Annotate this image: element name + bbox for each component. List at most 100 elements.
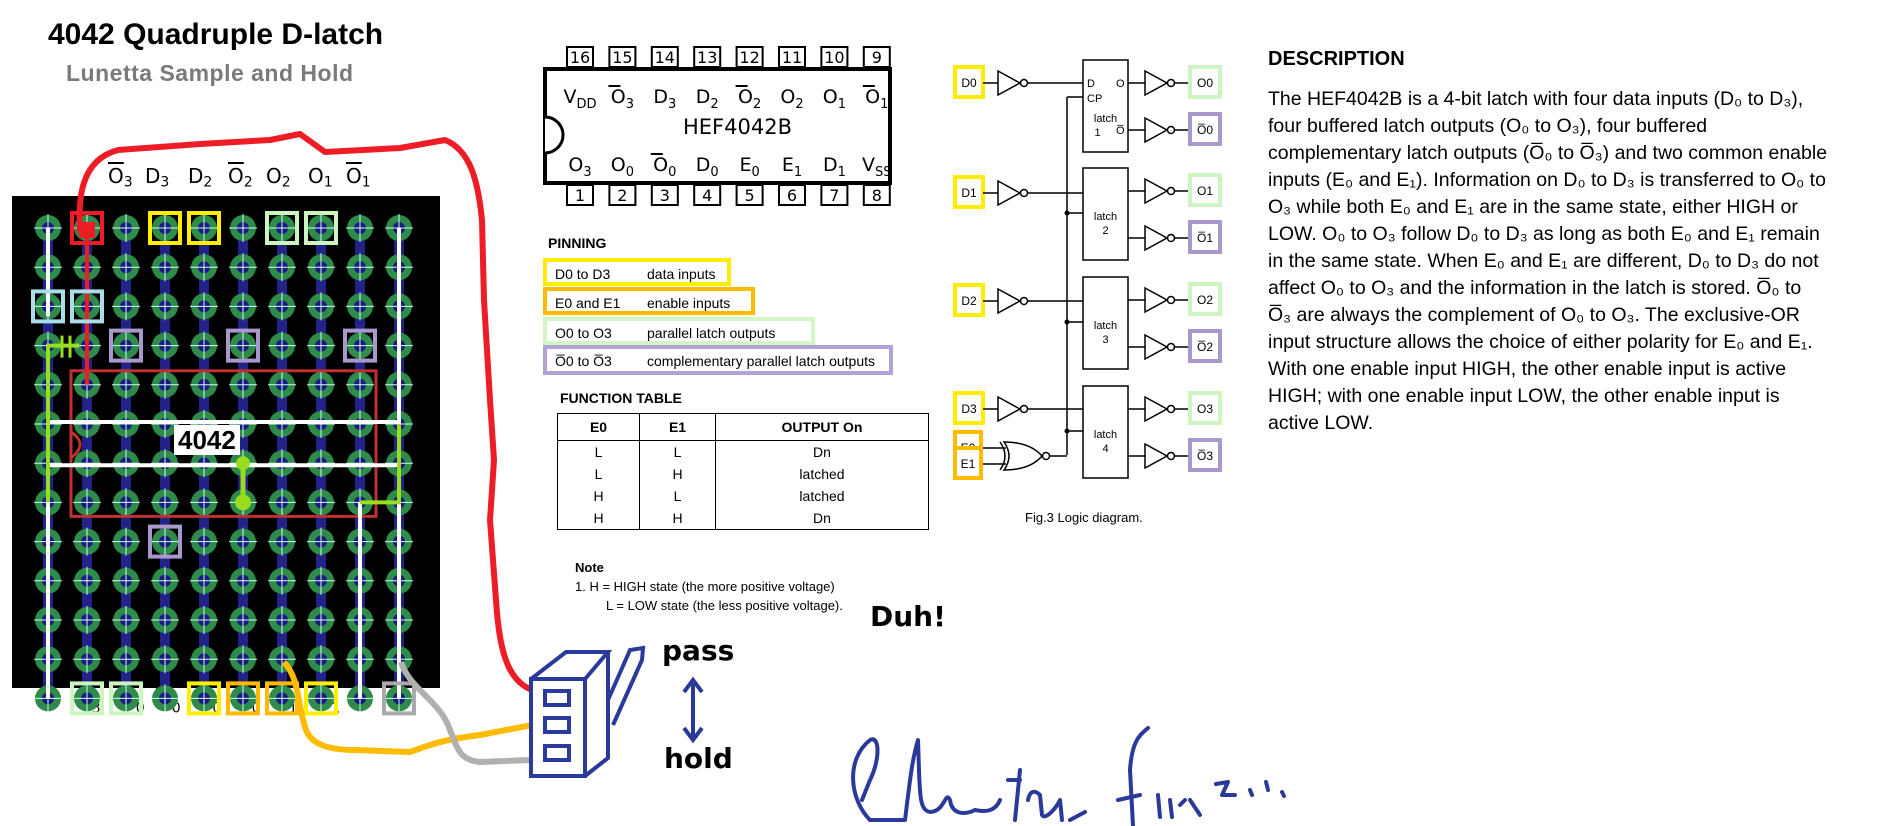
dip-pin-number: 15 — [612, 48, 632, 67]
dip-pin-number: 11 — [782, 48, 802, 67]
signature-handwriting — [851, 726, 1286, 826]
switch-hold-label: hold — [664, 742, 733, 775]
dip-pin: 4 — [693, 184, 722, 206]
input-buffer-icon — [997, 395, 1022, 423]
dip-pin-name: D1 — [823, 154, 846, 180]
description-title: DESCRIPTION — [1268, 48, 1405, 70]
dip-pin-number: 14 — [655, 48, 675, 67]
function-table-header-cell: OUTPUT On — [715, 413, 929, 441]
dip-pin-name: O2 — [780, 86, 803, 112]
logic-enable-label-box — [953, 446, 983, 480]
dip-pin-box — [608, 184, 637, 206]
xnor-bubble — [1041, 451, 1051, 461]
dip-pin-box — [820, 184, 849, 206]
dip-pin-number: 12 — [739, 48, 759, 67]
input-buffer-icon-bubble — [1019, 188, 1029, 198]
pinning-title: PINNING — [548, 235, 607, 251]
dip-pin-number: 13 — [697, 48, 717, 67]
logic-input-label: D3 — [961, 402, 977, 416]
output-buffer-icon — [1144, 116, 1169, 144]
logic-output-label: O0 — [1197, 76, 1213, 90]
dip-pin-box — [693, 184, 722, 206]
dip-pin: 3 — [650, 184, 679, 206]
note-line-1: 1. H = HIGH state (the more positive vol… — [575, 579, 835, 594]
dip-pin-name: O3 — [611, 86, 634, 112]
dip-pin-box — [608, 46, 637, 68]
logic-complement-output-label-box — [1188, 112, 1222, 146]
dip-pin: 11 — [778, 46, 806, 68]
logic-output-label: O3 — [1197, 402, 1213, 416]
pinning-symbol: D0 to D3 — [555, 266, 611, 282]
dip-pin: 16 — [566, 46, 594, 68]
output-buffer-icon — [1144, 69, 1169, 97]
dip-pin-number: 16 — [570, 48, 590, 67]
latch-label: latch — [1094, 211, 1117, 223]
dip-pin-box — [862, 46, 891, 68]
dip-pin: 8 — [862, 184, 891, 206]
input-buffer-icon — [997, 287, 1022, 315]
dip-pin-name: O1 — [865, 86, 888, 112]
dip-pin-number: 3 — [660, 186, 670, 205]
latch-number: 4 — [1102, 443, 1108, 455]
logic-complement-output-label: O̅3 — [1197, 449, 1213, 463]
xor-curve — [999, 441, 1006, 471]
dip-pin-name: D3 — [653, 86, 676, 112]
pinning-symbol: O̅0 to O̅3 — [555, 353, 612, 369]
latch-pin-label: O̅ — [1116, 125, 1125, 137]
logic-output-label: O2 — [1197, 293, 1213, 307]
dip-pin-box — [650, 46, 679, 68]
latch-label: latch — [1094, 429, 1117, 441]
pinning-symbol: O0 to O3 — [555, 325, 612, 341]
latch-pin-label: O — [1116, 78, 1125, 90]
output-buffer-icon — [1144, 333, 1169, 361]
logic-output-label-box — [1188, 173, 1222, 207]
function-table-cell: Dn — [715, 440, 929, 463]
output-buffer-icon-bubble — [1166, 78, 1176, 88]
dip-pin-box — [566, 184, 594, 206]
dip-pin-number: 7 — [829, 186, 839, 205]
dip-pin: 5 — [735, 184, 764, 206]
xnor-gate-icon — [1002, 441, 1043, 471]
logic-output-label-box — [1188, 391, 1222, 425]
dip-pin-box — [778, 46, 806, 68]
logic-output-label: O1 — [1197, 184, 1213, 198]
dip-pin-number: 4 — [702, 186, 712, 205]
output-buffer-icon — [1144, 395, 1169, 423]
logic-diagram-caption: Fig.3 Logic diagram. — [1025, 510, 1143, 525]
logic-complement-output-label: O̅2 — [1197, 340, 1213, 354]
logic-input-label-box — [953, 65, 985, 99]
input-buffer-icon-bubble — [1019, 296, 1029, 306]
dip-pin-box — [566, 46, 594, 68]
dip-pin-name: E0 — [739, 154, 759, 180]
pin-box-cap — [31, 289, 65, 324]
logic-complement-output-label: O̅1 — [1197, 231, 1213, 245]
page-title: 4042 Quadruple D-latch — [48, 18, 384, 51]
junction — [1064, 428, 1070, 434]
latch-label: latch — [1094, 320, 1117, 332]
switch-pass-label: pass — [662, 634, 735, 667]
dip-pin-box — [820, 46, 849, 68]
dip-pin: 7 — [820, 184, 849, 206]
logic-complement-output-label-box — [1188, 438, 1222, 472]
input-buffer-icon — [997, 179, 1022, 207]
logic-input-label: D0 — [961, 76, 977, 90]
dip-pin-name: O1 — [823, 86, 846, 112]
dip-pin-box — [650, 184, 679, 206]
dip-pin-box — [862, 184, 891, 206]
logic-input-label: D1 — [961, 186, 977, 200]
dip-pin-box — [778, 184, 806, 206]
dip-pin-name: O0 — [611, 154, 634, 180]
dip-pin-box — [735, 46, 764, 68]
junction — [1064, 210, 1070, 216]
latch-block — [1082, 385, 1129, 479]
dip-pin: 15 — [608, 46, 637, 68]
output-buffer-icon — [1144, 286, 1169, 314]
output-buffer-icon-bubble — [1166, 186, 1176, 196]
